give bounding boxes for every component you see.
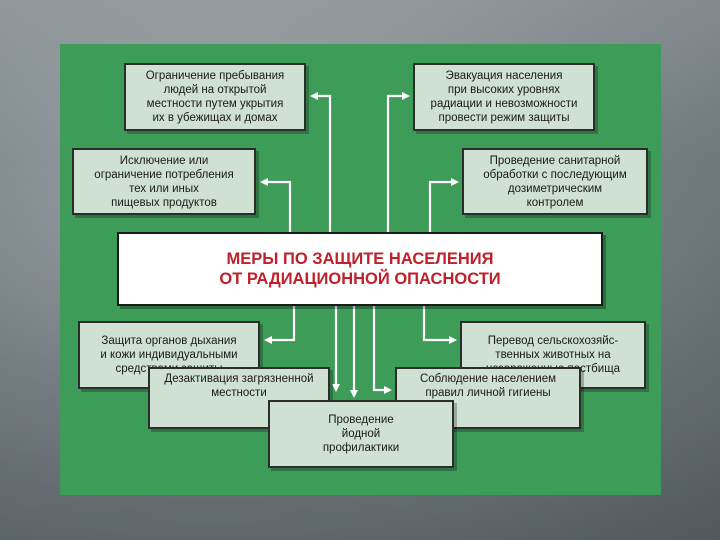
arrow-to-food (260, 178, 292, 232)
box-hygiene-text: Соблюдение населением правил личной гиги… (419, 373, 557, 399)
box-shelter-text: Ограничение пребывания людей на открытой… (145, 70, 285, 124)
box-decontamination-text: Дезактивация загрязненной местности (164, 373, 314, 399)
box-food: Исключение или ограничение потребления т… (72, 148, 256, 215)
box-decontamination: Дезактивация загрязненной местности (148, 367, 330, 429)
box-food-text: Исключение или ограничение потребления т… (94, 154, 234, 209)
box-sanitary-text: Проведение санитарной обработки с послед… (483, 154, 627, 209)
box-shelter: Ограничение пребывания людей на открытой… (124, 63, 306, 131)
arrow-to-livestock (422, 306, 457, 344)
box-evacuation-text: Эвакуация населения при высоких уровнях … (430, 70, 578, 124)
box-iodine: Проведение йодной профилактики (268, 400, 454, 468)
arrow-to-evacuation (386, 92, 410, 232)
arrow-to-sanitary (428, 178, 459, 232)
box-sanitary: Проведение санитарной обработки с послед… (462, 148, 648, 215)
arrow-to-shelter (310, 92, 332, 232)
arrow-to-respiratory (264, 306, 296, 344)
central-title-box: МЕРЫ ПО ЗАЩИТЕ НАСЕЛЕНИЯ ОТ РАДИАЦИОННОЙ… (117, 232, 603, 306)
diagram-title: МЕРЫ ПО ЗАЩИТЕ НАСЕЛЕНИЯ ОТ РАДИАЦИОННОЙ… (219, 250, 501, 288)
box-respiratory: Защита органов дыхания и кожи индивидуал… (78, 321, 260, 389)
box-iodine-text: Проведение йодной профилактики (322, 414, 400, 454)
box-evacuation: Эвакуация населения при высоких уровнях … (413, 63, 595, 131)
arrow-to-hygiene (372, 306, 392, 394)
